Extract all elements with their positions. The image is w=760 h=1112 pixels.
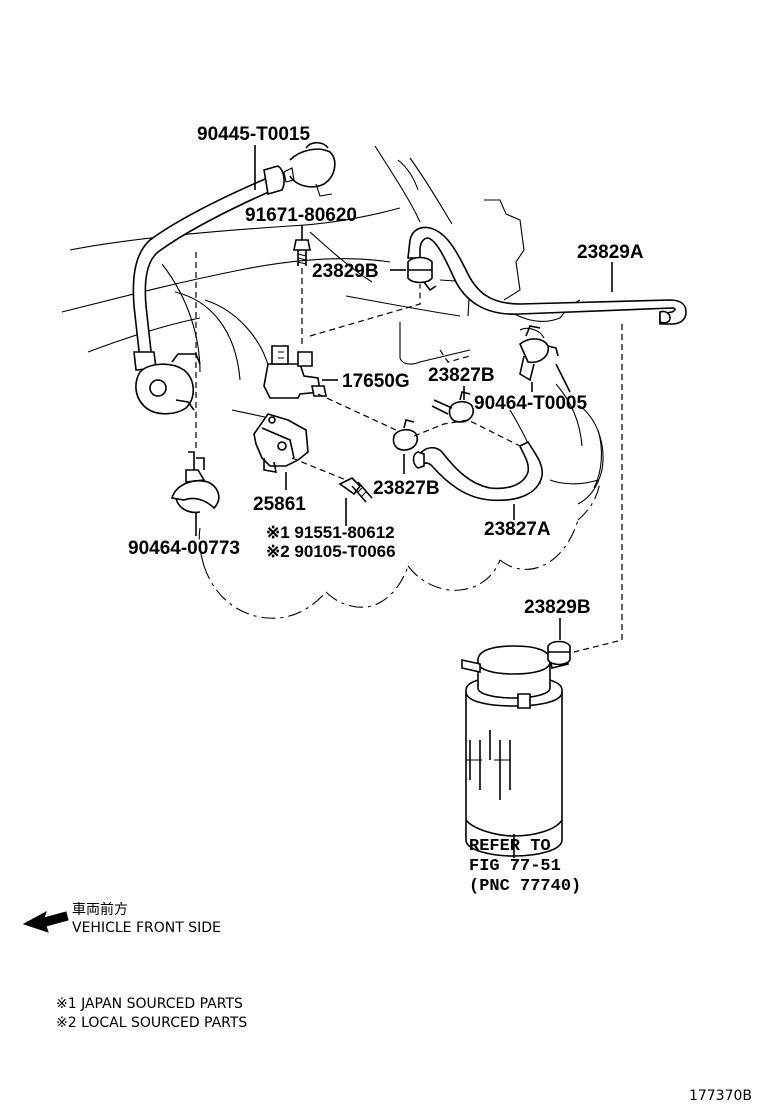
label-90105-t0066: ※2 90105-T0066 (266, 542, 396, 561)
footnote-1: ※1 JAPAN SOURCED PARTS (56, 996, 243, 1012)
clamp-23829b-bottom (547, 640, 571, 666)
clamp-23827b-right (431, 391, 475, 423)
upper-fitting (283, 141, 336, 197)
direction-japanese: 車両前方 (72, 901, 128, 918)
part-number-labels: 90445-T0015 91671-80620 23829B 23829A 17… (128, 124, 644, 618)
vehicle-front-indicator: 車両前方 VEHICLE FRONT SIDE (22, 901, 221, 936)
hose-23829a (407, 226, 687, 325)
label-90464-t0005: 90464-T0005 (474, 393, 587, 414)
reference-line-3: (PNC 77740) (469, 877, 581, 896)
charcoal-canister (461, 645, 569, 857)
label-91551-80612: ※1 91551-80612 (266, 523, 395, 542)
engine-lower-outline (198, 481, 601, 619)
label-17650g: 17650G (342, 371, 410, 392)
footnote-2: ※2 LOCAL SOURCED PARTS (56, 1015, 247, 1031)
valve-body-left (135, 353, 201, 415)
label-90445-t0015: 90445-T0015 (197, 124, 310, 145)
diagram-id: 177370B (689, 1088, 752, 1104)
clamp-23827b-mid (392, 419, 419, 451)
label-91671-80620: 91671-80620 (245, 205, 357, 226)
reference-line-2: FIG 77-51 (469, 857, 561, 876)
bolt-91671-80620 (293, 239, 311, 266)
clamp-23829b-top (407, 256, 437, 292)
footnotes: ※1 JAPAN SOURCED PARTS ※2 LOCAL SOURCED … (56, 996, 247, 1031)
hose-23827a (412, 440, 544, 502)
connection-lines (195, 252, 623, 653)
bolt-91551-80612 (338, 477, 373, 503)
label-25861: 25861 (253, 494, 306, 515)
label-23827b-mid: 23827B (373, 478, 440, 499)
label-23829b-bottom: 23829B (524, 597, 591, 618)
label-23827b-right: 23827B (428, 365, 495, 386)
clamp-90464-t0005 (519, 325, 559, 382)
bracket-25861 (253, 413, 309, 473)
reference-note: REFER TO FIG 77-51 (PNC 77740) (469, 837, 581, 896)
label-23829b-top: 23829B (312, 261, 379, 282)
direction-english: VEHICLE FRONT SIDE (72, 920, 221, 936)
label-23829a: 23829A (577, 242, 644, 263)
leader-lines (195, 145, 613, 858)
hose-90445-t0015 (132, 165, 285, 371)
arrow-left-icon (22, 910, 69, 933)
clamp-90464-00773 (170, 451, 220, 514)
vsv-17650g (263, 345, 327, 399)
label-23827a: 23827A (484, 519, 551, 540)
reference-line-1: REFER TO (469, 837, 551, 856)
label-90464-00773: 90464-00773 (128, 538, 240, 559)
